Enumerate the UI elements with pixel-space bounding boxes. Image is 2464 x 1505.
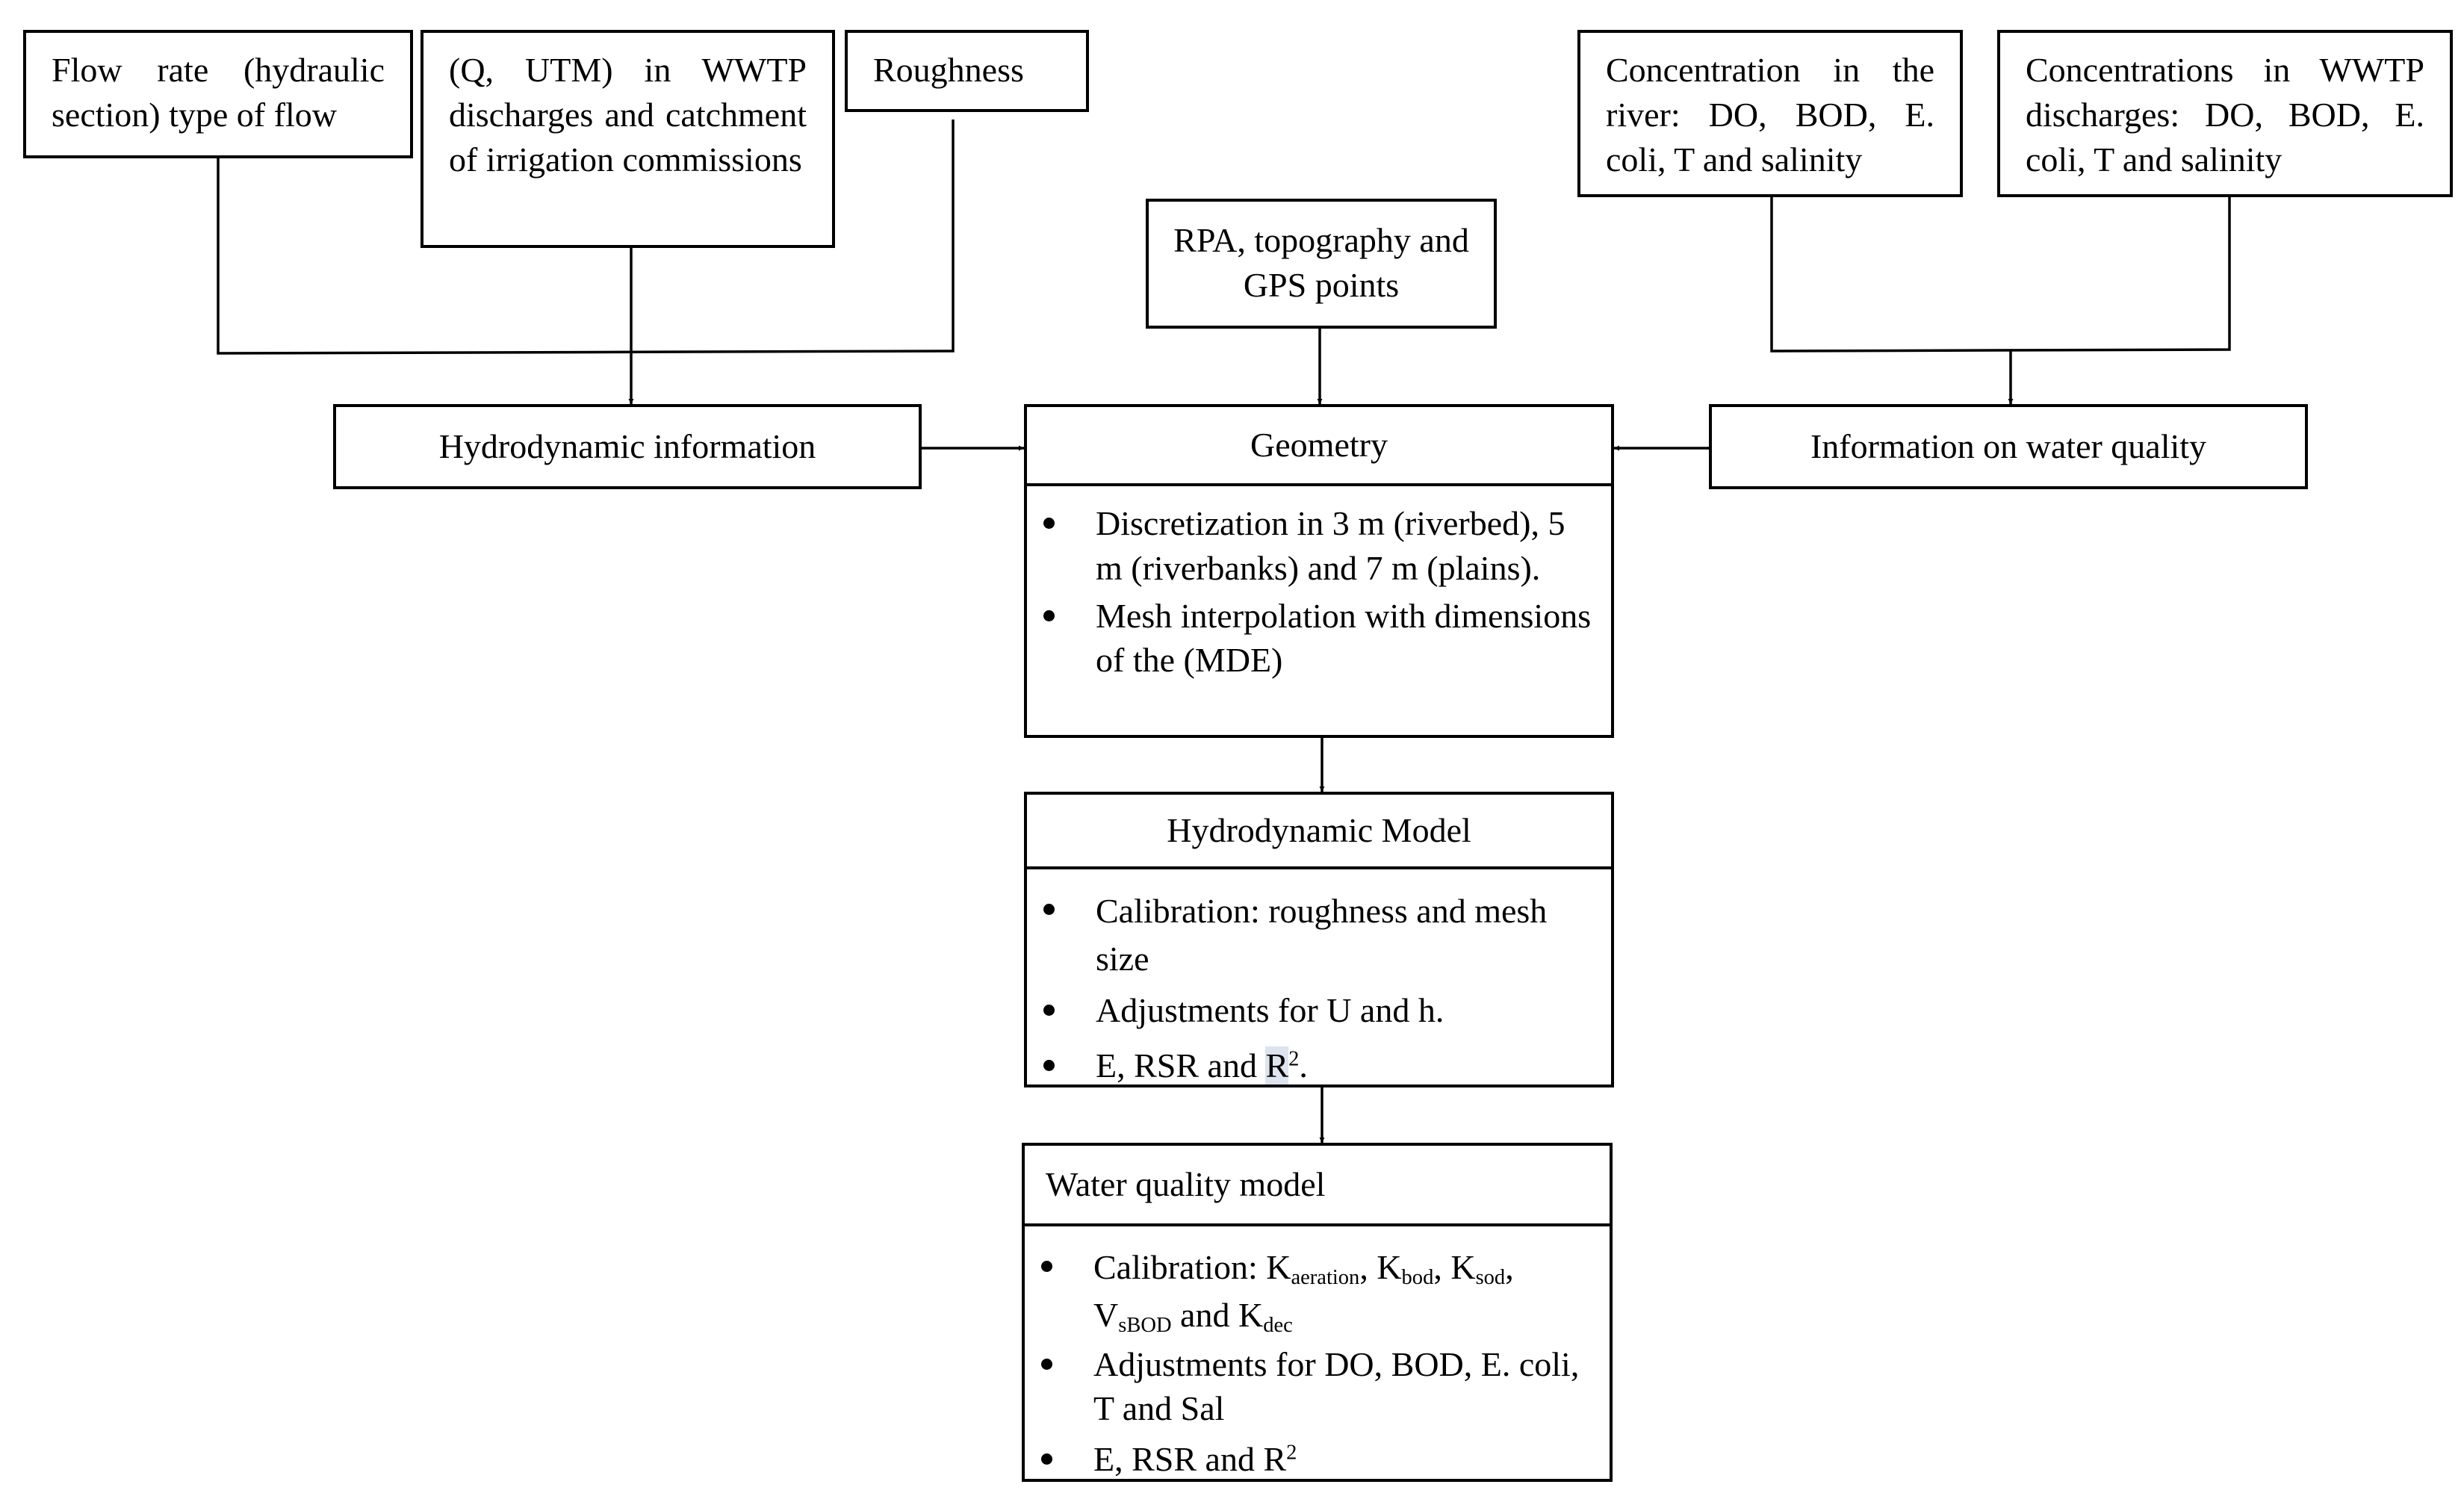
- hydro-item-3-prefix: E, RSR and: [1096, 1046, 1266, 1084]
- list-item: Calibration: Kaeration, Kbod, Ksod, VsBO…: [1025, 1244, 1595, 1341]
- sub-aeration: aeration: [1291, 1266, 1360, 1290]
- hydro-item-3-sup: 2: [1288, 1046, 1300, 1070]
- hydrodynamic-information-box: Hydrodynamic information: [333, 404, 922, 489]
- hydrodynamic-model-title: Hydrodynamic Model: [1167, 811, 1471, 850]
- hydro-item-1: Calibration: roughness and mesh size: [1096, 892, 1548, 978]
- merge-line-left: [217, 120, 955, 355]
- wq-item-2: Adjustments for DO, BOD, E. coli, T and …: [1093, 1344, 1580, 1428]
- rpa-topography-box: RPA, topography and GPS points: [1146, 199, 1497, 329]
- separator: ,: [1433, 1248, 1451, 1286]
- geometry-header: Geometry: [1027, 407, 1611, 486]
- flow-rate-text: Flow rate (hydraulic section) type of fl…: [52, 51, 385, 134]
- bullet: [1041, 1453, 1052, 1465]
- sub-sbod: sBOD: [1118, 1314, 1172, 1338]
- water-quality-information-box: Information on water quality: [1709, 404, 2308, 489]
- bullet: [1043, 904, 1055, 915]
- hydrodynamic-model-body: Calibration: roughness and mesh size Adj…: [1027, 869, 1611, 1084]
- wwtp-concentration-text: Concentrations in WWTP discharges: DO, B…: [2026, 51, 2424, 179]
- water-quality-information-label: Information on water quality: [1810, 427, 2207, 466]
- water-quality-model-title: Water quality model: [1046, 1165, 1326, 1204]
- hydrodynamic-model-box: Hydrodynamic Model Calibration: roughnes…: [1024, 792, 1614, 1087]
- wwtp-discharge-box: (Q, UTM) in WWTP discharges and catchmen…: [421, 30, 835, 248]
- geometry-item-2: Mesh interpolation with dimensions of th…: [1096, 596, 1592, 680]
- roughness-text: Roughness: [873, 51, 1024, 89]
- hydrodynamic-model-list: Calibration: roughness and mesh size Adj…: [1027, 887, 1593, 1087]
- bullet: [1043, 1004, 1055, 1016]
- geometry-item-1: Discretization in 3 m (riverbed), 5 m (r…: [1096, 504, 1565, 587]
- flow-rate-box: Flow rate (hydraulic section) type of fl…: [23, 30, 413, 158]
- hydrodynamic-model-header: Hydrodynamic Model: [1027, 795, 1611, 869]
- water-quality-model-body: Calibration: Kaeration, Kbod, Ksod, VsBO…: [1025, 1226, 1610, 1479]
- river-concentration-box: Concentration in the river: DO, BOD, E. …: [1577, 30, 1963, 197]
- separator: ,: [1505, 1248, 1514, 1286]
- list-item: E, RSR and R2: [1025, 1437, 1595, 1482]
- bullet: [1043, 1059, 1055, 1071]
- hydrodynamic-information-label: Hydrodynamic information: [438, 427, 816, 466]
- and-word: and: [1171, 1296, 1238, 1335]
- sub-bod: bod: [1401, 1266, 1434, 1290]
- k-symbol: K: [1377, 1248, 1402, 1286]
- list-item: E, RSR and R2.: [1027, 1043, 1593, 1088]
- bullet: [1041, 1358, 1052, 1370]
- list-item: Adjustments for DO, BOD, E. coli, T and …: [1025, 1342, 1595, 1432]
- v-symbol: V: [1093, 1296, 1119, 1335]
- river-concentration-text: Concentration in the river: DO, BOD, E. …: [1606, 51, 1934, 179]
- hydro-item-2: Adjustments for U and h.: [1096, 990, 1444, 1029]
- k-symbol: K: [1266, 1248, 1291, 1286]
- geometry-title: Geometry: [1250, 426, 1388, 465]
- wwtp-concentration-box: Concentrations in WWTP discharges: DO, B…: [1997, 30, 2453, 197]
- list-item: Adjustments for U and h.: [1027, 988, 1593, 1033]
- water-quality-model-list: Calibration: Kaeration, Kbod, Ksod, VsBO…: [1025, 1244, 1595, 1482]
- hydro-item-3-suffix: .: [1299, 1046, 1308, 1084]
- wq-item-3-sup: 2: [1286, 1441, 1297, 1465]
- geometry-box: Geometry Discretization in 3 m (riverbed…: [1024, 404, 1614, 738]
- water-quality-model-box: Water quality model Calibration: Kaerati…: [1022, 1143, 1613, 1482]
- wwtp-discharge-text: (Q, UTM) in WWTP discharges and catchmen…: [449, 51, 807, 179]
- geometry-body: Discretization in 3 m (riverbed), 5 m (r…: [1027, 486, 1611, 735]
- list-item: Mesh interpolation with dimensions of th…: [1027, 594, 1593, 683]
- list-item: Calibration: roughness and mesh size: [1027, 887, 1593, 984]
- rpa-topography-text: RPA, topography and GPS points: [1173, 221, 1469, 304]
- wq-item-3-prefix: E, RSR and R: [1093, 1440, 1287, 1479]
- bullet: [1043, 609, 1055, 621]
- sub-dec: dec: [1263, 1314, 1293, 1338]
- bullet: [1041, 1261, 1052, 1272]
- list-item: Discretization in 3 m (riverbed), 5 m (r…: [1027, 501, 1593, 591]
- wq-cal-prefix: Calibration:: [1093, 1248, 1267, 1286]
- k-symbol: K: [1450, 1248, 1476, 1286]
- separator: ,: [1359, 1248, 1377, 1286]
- bullet: [1043, 518, 1055, 529]
- water-quality-model-header: Water quality model: [1025, 1146, 1610, 1226]
- k-symbol: K: [1238, 1296, 1264, 1335]
- geometry-list: Discretization in 3 m (riverbed), 5 m (r…: [1027, 501, 1593, 683]
- hydro-item-3-r: R: [1265, 1046, 1289, 1084]
- sub-sod: sod: [1475, 1266, 1506, 1290]
- roughness-box: Roughness: [845, 30, 1089, 112]
- merge-line-right: [1770, 197, 2231, 353]
